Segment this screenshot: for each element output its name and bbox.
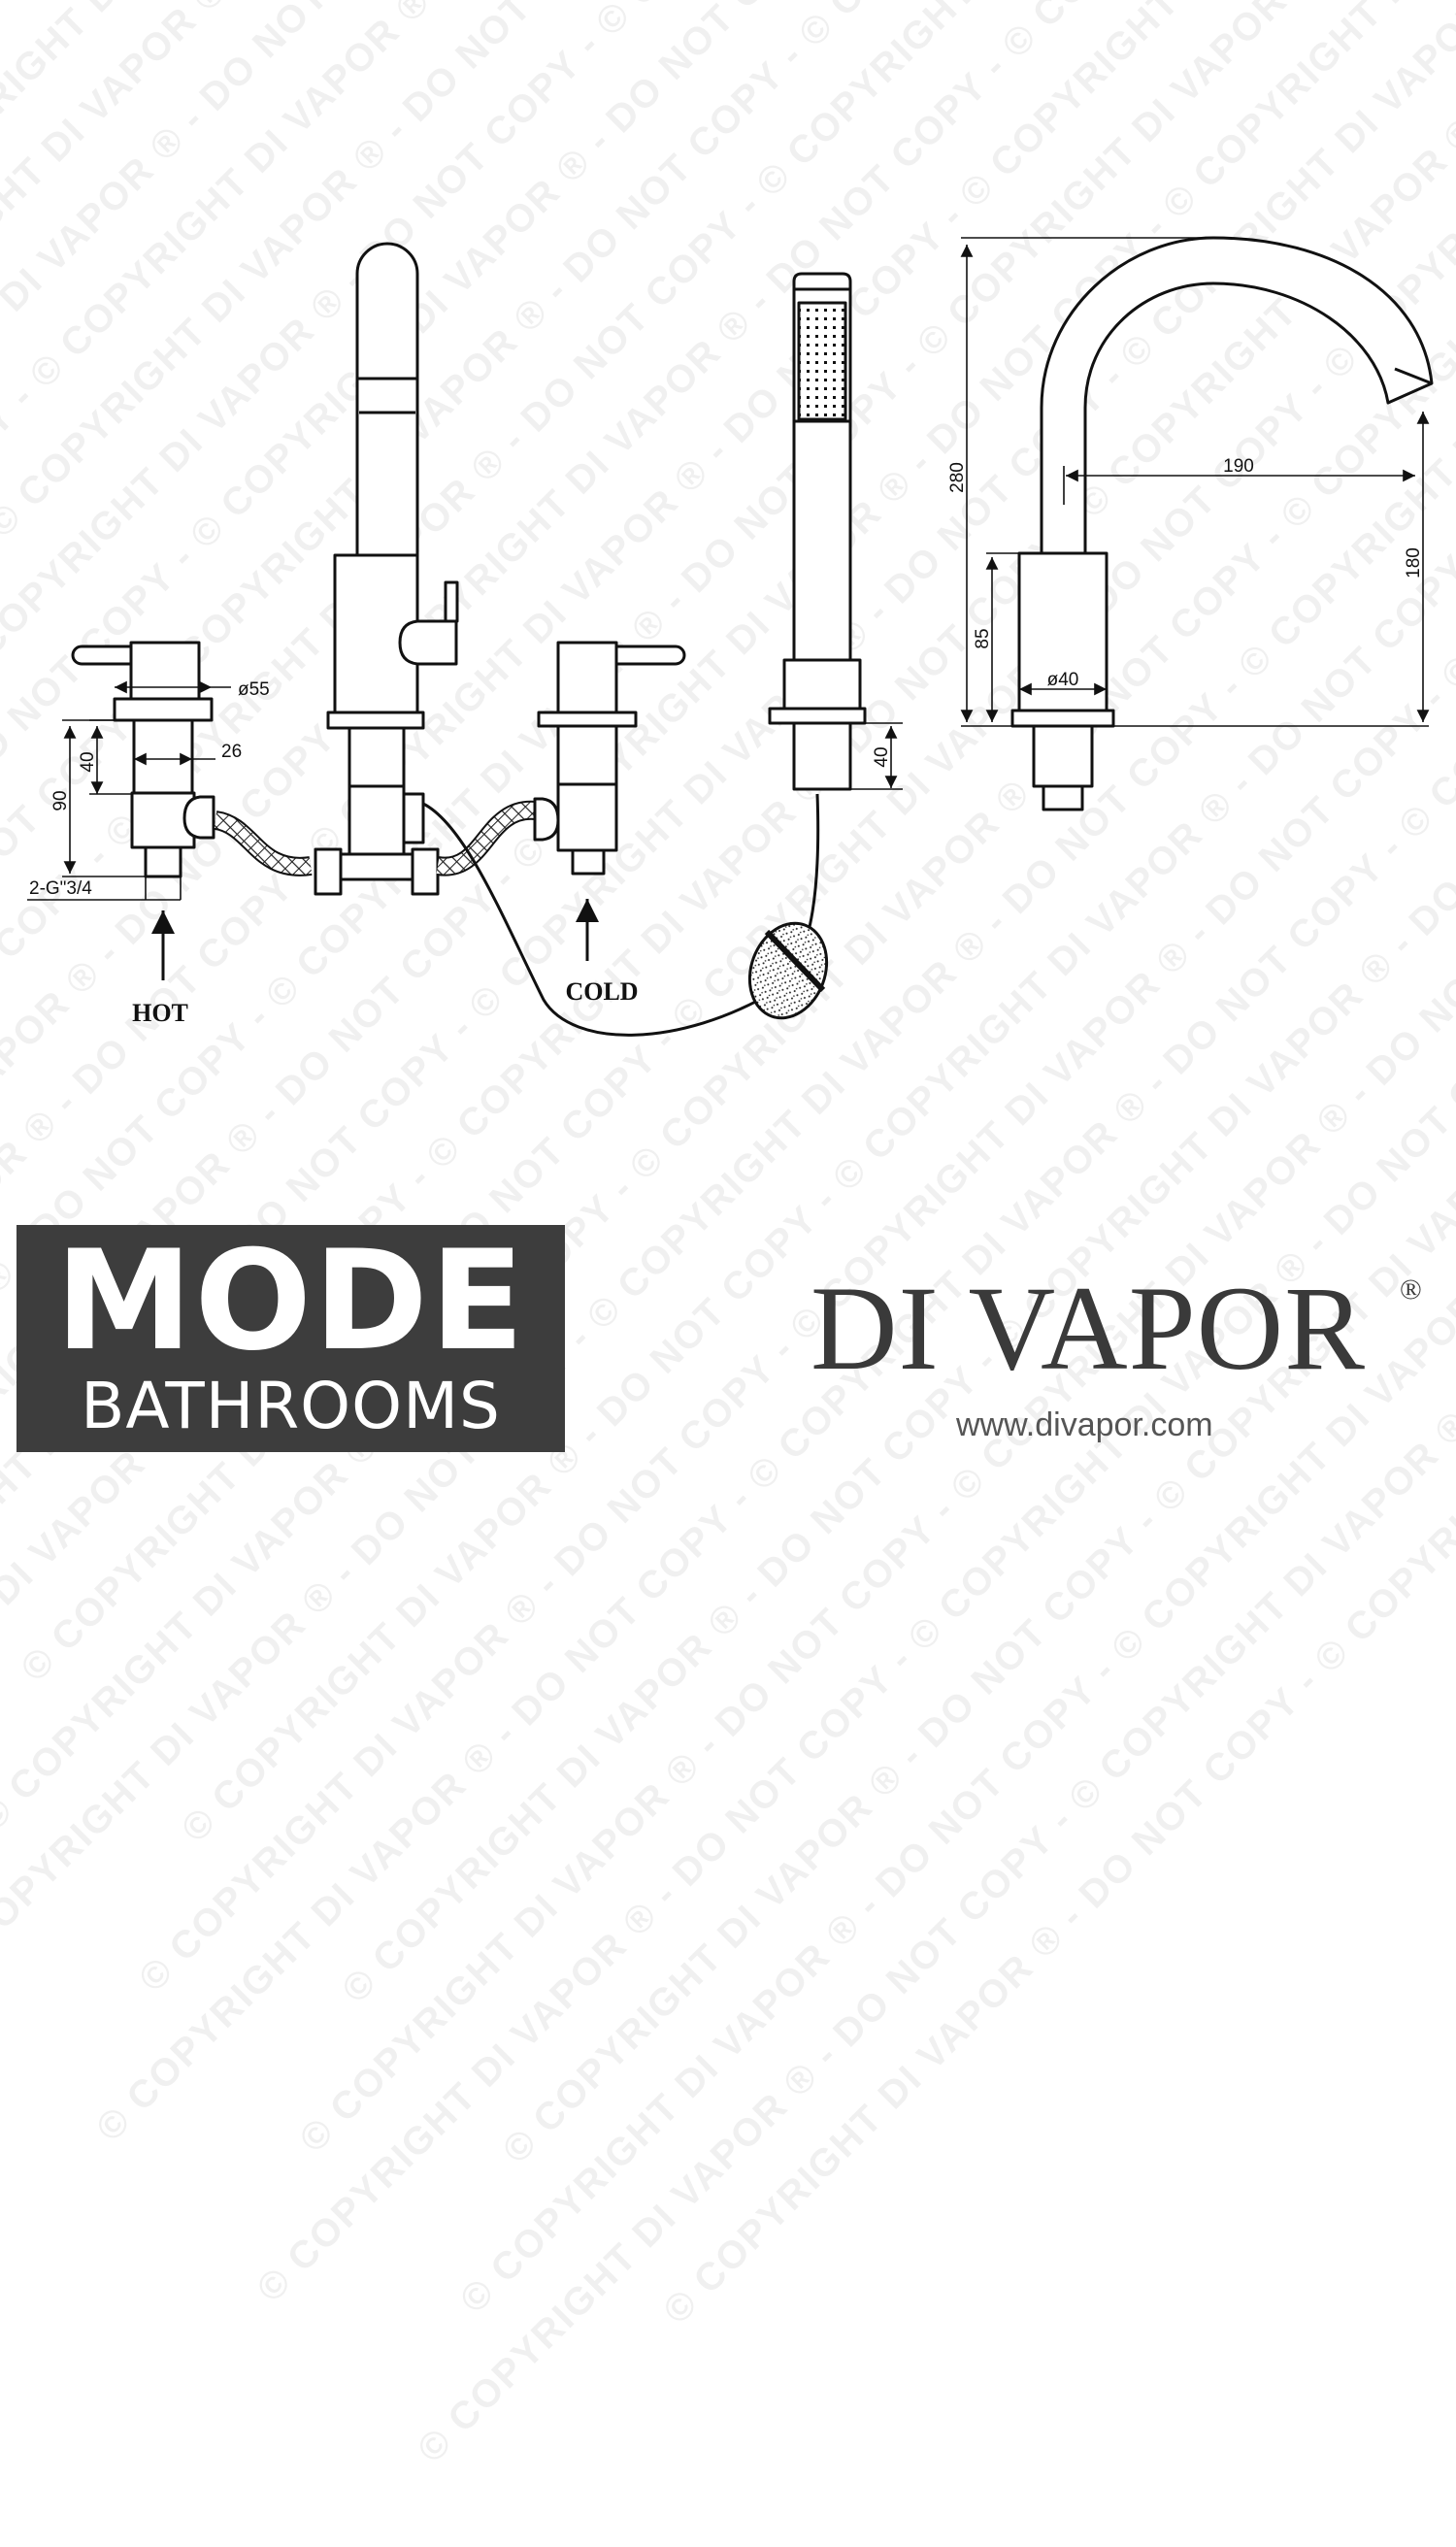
thread-label: 2-G"3/4 xyxy=(29,878,92,899)
tap-set-drawing: ø55 26 40 90 2-G"3/4 40 280 85 190 180 ø… xyxy=(27,236,1434,1037)
dim-body-width: 26 xyxy=(221,742,242,762)
hose-weight xyxy=(747,921,829,1020)
central-mixer xyxy=(314,242,459,896)
spout-side-view xyxy=(1010,236,1434,811)
dim-valve-total-height: 90 xyxy=(50,790,71,810)
shower-hose xyxy=(422,793,820,1037)
shower-handset xyxy=(768,272,867,791)
cold-label: COLD xyxy=(565,977,638,1006)
di-vapor-url[interactable]: www.divapor.com xyxy=(956,1406,1213,1443)
registered-mark: ® xyxy=(1400,1274,1422,1306)
hot-label: HOT xyxy=(132,999,188,1027)
mode-logo-subword: BATHROOMS xyxy=(81,1369,501,1443)
dim-spout-base-diameter: ø40 xyxy=(1047,670,1079,690)
technical-drawing-page: © COPYRIGHT DI VAPOR ® - DO NOT COPY - ©… xyxy=(0,0,1456,2471)
dim-valve-diameter: ø55 xyxy=(238,679,270,700)
dim-spout-total-height: 280 xyxy=(947,462,968,493)
dim-handset-holder-height: 40 xyxy=(872,746,892,767)
dim-spout-base-height: 85 xyxy=(973,628,993,648)
mode-bathrooms-logo: MODE BATHROOMS xyxy=(17,1225,565,1452)
dim-spout-reach: 190 xyxy=(1223,456,1254,477)
mode-logo-word: MODE xyxy=(55,1221,526,1381)
cold-valve xyxy=(533,641,686,876)
dim-valve-upper-height: 40 xyxy=(78,751,98,772)
dim-spout-outlet-height: 180 xyxy=(1404,547,1424,579)
di-vapor-logo: DI VAPOR xyxy=(811,1262,1366,1395)
